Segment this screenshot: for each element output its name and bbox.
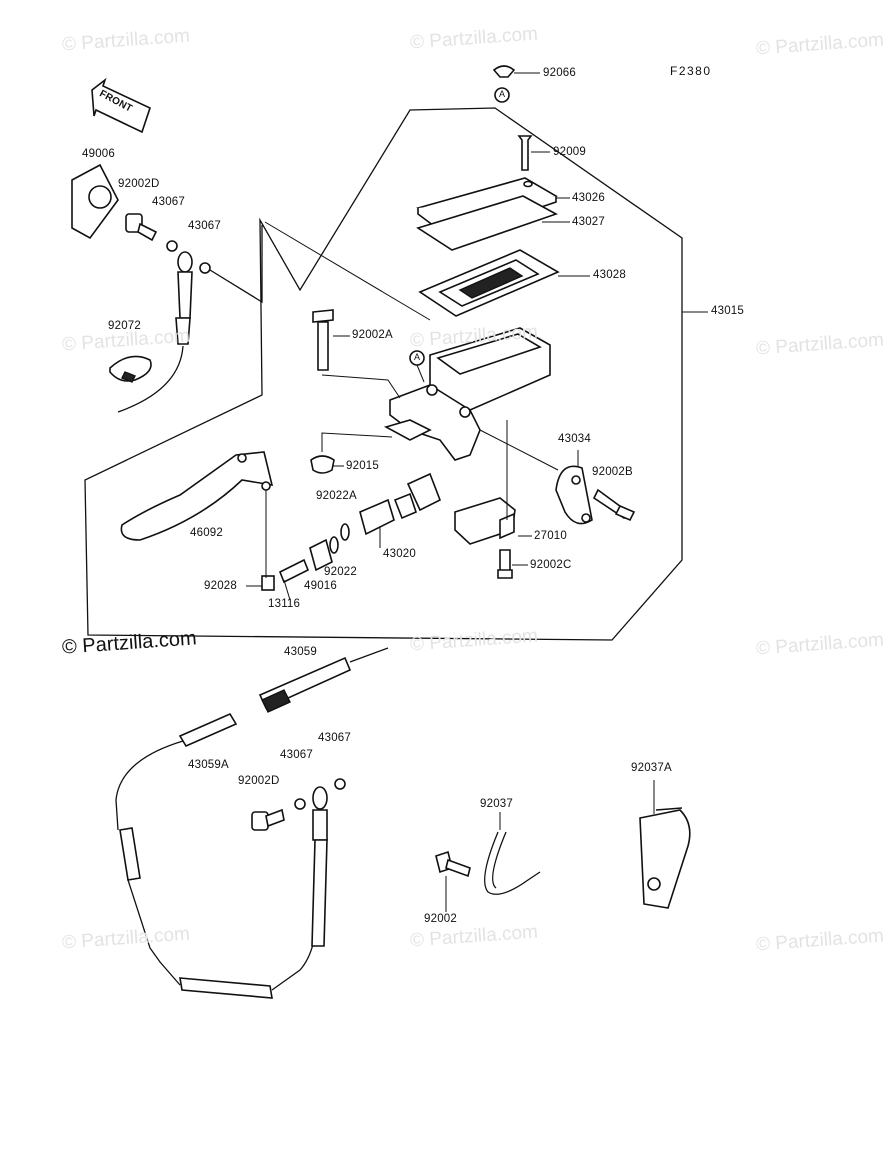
part-27010-drawing [454,420,532,545]
label-13116[interactable]: 13116 [268,598,301,610]
ref-marker-a-middle-label: A [414,352,421,362]
part-43067-low-b-drawing [334,778,346,790]
label-92072[interactable]: 92072 [108,320,141,332]
label-92002A[interactable]: 92002A [352,329,393,341]
label-43027[interactable]: 43027 [572,216,605,228]
part-92015-drawing [310,432,393,474]
label-43067-low-a[interactable]: 43067 [280,749,313,761]
label-27010[interactable]: 27010 [534,530,567,542]
part-43034-drawing [555,450,593,525]
label-43034[interactable]: 43034 [558,433,591,445]
label-49006[interactable]: 49006 [82,148,115,160]
part-92002B-drawing [592,488,636,522]
label-43020[interactable]: 43020 [383,548,416,560]
part-43067-low-a-drawing [294,798,306,810]
label-92002D-top[interactable]: 92002D [118,178,160,190]
assembly-outline [84,107,683,641]
label-92037A[interactable]: 92037A [631,762,672,774]
label-49016[interactable]: 49016 [304,580,337,592]
part-92002-drawing [435,850,471,912]
label-46092[interactable]: 46092 [190,527,223,539]
front-arrow-icon [91,77,151,134]
part-49006-drawing [71,163,119,240]
figure-code: F2380 [670,64,712,78]
part-43027-drawing [416,195,570,251]
label-92002B[interactable]: 92002B [592,466,633,478]
part-92002D-top-drawing [125,213,158,242]
label-43067-low-b[interactable]: 43067 [318,732,351,744]
label-92015[interactable]: 92015 [346,460,379,472]
part-43067-top-a-drawing [166,240,178,252]
ref-marker-a-top [494,87,510,103]
part-46092-drawing [120,451,274,578]
part-43020-drawing [359,472,442,548]
label-43028[interactable]: 43028 [593,269,626,281]
label-92002D-bottom[interactable]: 92002D [238,775,280,787]
part-92002C-drawing [497,549,528,579]
part-43015-drawing [383,311,708,461]
part-43067-top-b-drawing [199,262,211,274]
label-92009[interactable]: 92009 [553,146,586,158]
label-43067-top-b[interactable]: 43067 [188,220,221,232]
label-92066[interactable]: 92066 [543,67,576,79]
label-92022[interactable]: 92022 [324,566,357,578]
part-49016-drawing [309,538,333,572]
label-92037[interactable]: 92037 [480,798,513,810]
label-43026[interactable]: 43026 [572,192,605,204]
label-92002[interactable]: 92002 [424,913,457,925]
part-92022-drawing [329,536,339,554]
holder-guide-line [479,429,559,471]
hose-connector-line [209,225,263,304]
part-92037A-drawing [639,780,691,909]
part-92002A-drawing [312,309,401,399]
label-43059[interactable]: 43059 [284,646,317,658]
label-92028[interactable]: 92028 [204,580,237,592]
hose-43059-drawing [258,647,389,713]
part-13116-drawing [278,558,310,601]
ref-marker-a-middle [409,350,425,383]
reservoir-guide-line [264,221,431,321]
label-92022A[interactable]: 92022A [316,490,357,502]
part-92066-drawing [492,65,540,78]
hose-top-drawing [117,251,193,413]
part-92072-drawing [109,355,152,383]
part-92028-drawing [246,575,275,591]
label-43059A[interactable]: 43059A [188,759,229,771]
part-92009-drawing [517,135,550,171]
part-43028-drawing [418,249,590,317]
label-92002C[interactable]: 92002C [530,559,572,571]
part-92022A-drawing [340,523,350,541]
hose-43059A-drawing [115,712,238,831]
label-43015[interactable]: 43015 [711,305,744,317]
part-92002D-bottom-drawing [251,808,285,831]
lower-cable-drawing [119,827,319,999]
part-92037-drawing [484,812,541,895]
hose-lower-banjo-drawing [311,786,328,947]
label-43067-top-a[interactable]: 43067 [152,196,185,208]
ref-marker-a-top-label: A [499,89,506,99]
